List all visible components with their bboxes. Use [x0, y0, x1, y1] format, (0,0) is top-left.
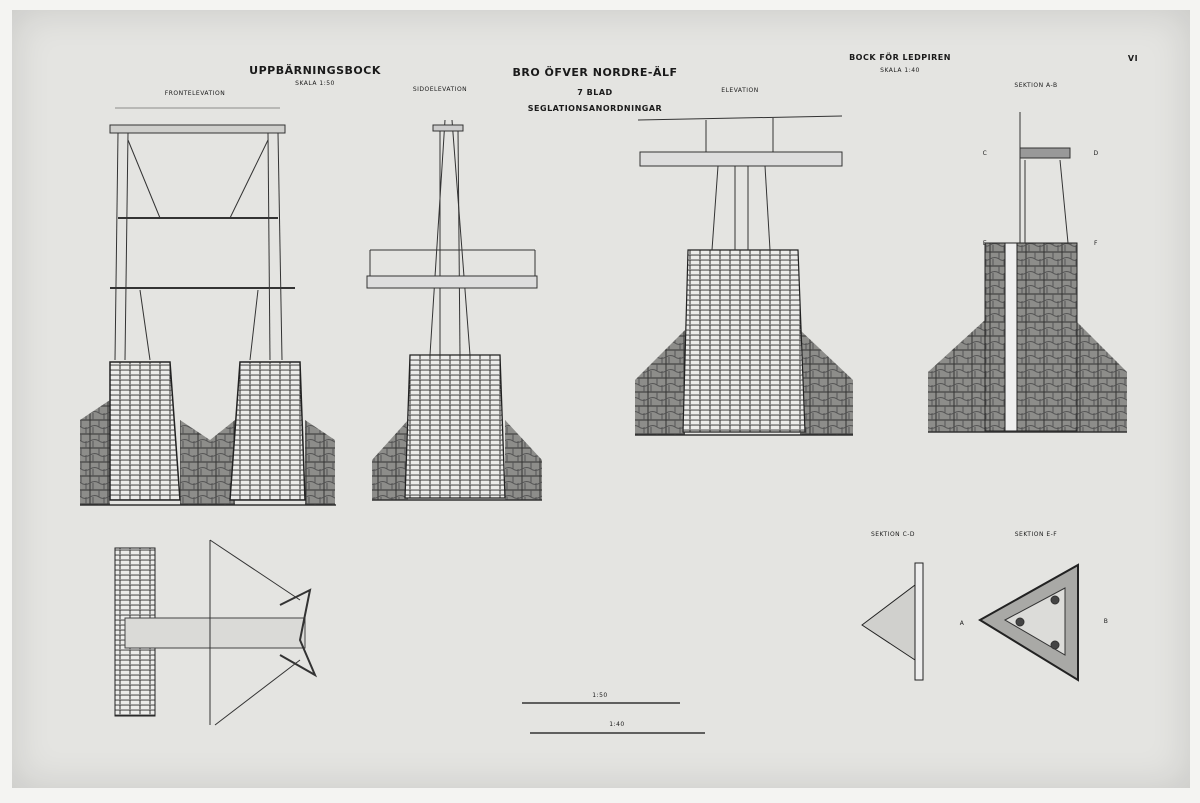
- left-group-title: UPPBÄRNINGSBOCK: [249, 64, 381, 77]
- section-e-f-label: SEKTION E-F: [1014, 531, 1058, 538]
- ledpir-elevation: [635, 115, 853, 436]
- scale-bars: [522, 702, 705, 734]
- section-e-f-drawing: [978, 563, 1079, 682]
- right-group-title: BOCK FÖR LEDPIREN: [849, 53, 951, 62]
- scale-bar-1-40-label: 1:40: [609, 721, 625, 728]
- title-line-3: SEGLATIONSANORDNINGAR: [527, 104, 663, 113]
- plan-view: [114, 539, 318, 726]
- front-elevation-label: FRONTELEVATION: [164, 90, 226, 97]
- mark-a: A: [959, 620, 965, 627]
- section-a-b: [928, 112, 1127, 433]
- left-group-scale: SKALA 1:50: [295, 80, 335, 87]
- side-elevation: [366, 119, 542, 501]
- right-group-scale: SKALA 1:40: [880, 67, 920, 74]
- mark-f: F: [1094, 240, 1098, 247]
- section-c-d-drawing: [861, 562, 924, 681]
- scale-bar-1-50-label: 1:50: [592, 692, 608, 699]
- mark-b: B: [1103, 618, 1109, 625]
- section-a-b-label: SEKTION A-B: [1014, 82, 1058, 89]
- ledpir-elevation-label: ELEVATION: [721, 87, 759, 94]
- front-elevation: [80, 107, 336, 506]
- mark-d: D: [1093, 150, 1099, 157]
- mark-c: C: [982, 150, 988, 157]
- mark-e: E: [982, 240, 988, 247]
- side-elevation-label: SIDOELEVATION: [412, 86, 468, 93]
- title-line-1: BRO ÖFVER NORDRE-ÄLF: [512, 66, 678, 79]
- section-c-d-label: SEKTION C-D: [870, 531, 916, 538]
- sheet-number: VI: [1127, 54, 1139, 63]
- title-line-2: 7 BLAD: [577, 88, 613, 97]
